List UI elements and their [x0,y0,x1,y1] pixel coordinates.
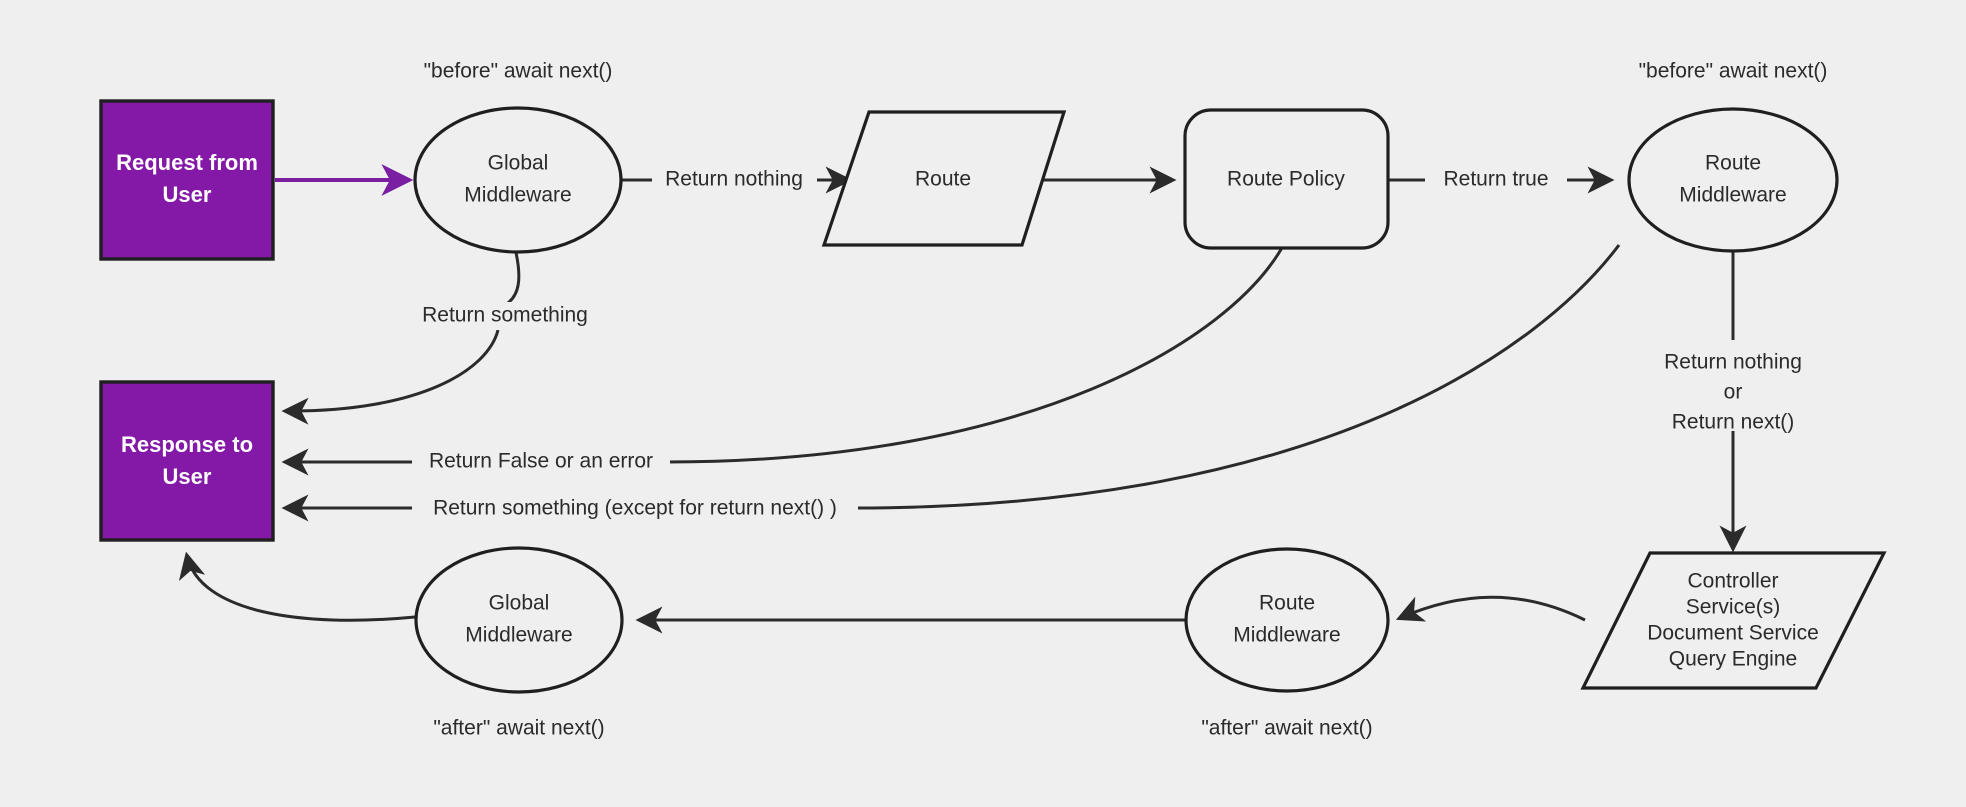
route-middleware-before-label-line1: Route [1705,152,1761,175]
controller-services-label-line2: Service(s) [1686,596,1781,619]
note-after-await-next-global: "after" await next() [433,717,604,740]
global-middleware-before-label-line2: Middleware [464,184,571,207]
edge-label-return-false-or-error: Return False or an error [412,448,670,476]
edge-route-policy-return-false [666,245,1285,464]
edge-controller-to-route-middleware-after [1395,595,1586,622]
controller-services-label-line3: Document Service [1647,622,1819,645]
node-response-to-user[interactable]: Response to User [99,380,275,542]
edge-label-return-something-except-next-text: Return something (except for return next… [433,497,837,520]
edge-label-return-something-except-next: Return something (except for return next… [412,494,858,522]
route-middleware-before-label-line2: Middleware [1679,184,1786,207]
edge-label-return-nothing-or-next-line1: Return nothing [1664,351,1802,374]
node-route-middleware-before[interactable]: Route Middleware [1627,107,1839,253]
node-global-middleware-before[interactable]: Global Middleware [413,106,623,254]
edge-global-middleware-after-to-response [178,551,416,622]
note-after-await-next-route: "after" await next() [1201,717,1372,740]
edge-label-return-nothing-text: Return nothing [665,168,803,191]
edge-global-middleware-return-something-tail [281,329,500,425]
route-policy-label: Route Policy [1227,168,1345,191]
node-request-from-user[interactable]: Request from User [99,99,275,261]
request-from-user-label-line2: User [163,182,212,207]
note-before-await-next-global: "before" await next() [424,60,613,83]
node-global-middleware-after[interactable]: Global Middleware [414,546,624,694]
response-to-user-label-line2: User [163,464,212,489]
route-middleware-after-label-line2: Middleware [1233,624,1340,647]
controller-services-label-line4: Query Engine [1669,648,1797,671]
edge-label-return-nothing: Return nothing [652,166,817,194]
request-from-user-label-line1: Request from [116,150,258,175]
node-controller-services[interactable]: Controller Service(s) Document Service Q… [1580,551,1887,690]
global-middleware-after-label-line1: Global [489,592,550,615]
edge-label-return-false-or-error-text: Return False or an error [429,450,653,473]
edge-label-return-true-text: Return true [1443,168,1548,191]
edge-label-return-nothing-or-next-line2: or [1724,381,1743,404]
node-route-middleware-after[interactable]: Route Middleware [1184,547,1390,693]
controller-services-label-line1: Controller [1687,570,1778,593]
edge-route-middleware-return-something [854,244,1621,510]
node-route[interactable]: Route [821,110,1067,247]
global-middleware-before-label-line1: Global [488,152,549,175]
edge-label-return-nothing-or-next: Return nothing or Return next() [1630,347,1838,434]
edge-global-middleware-return-something [504,247,521,307]
edge-label-return-nothing-or-next-line3: Return next() [1672,411,1795,434]
node-route-policy[interactable]: Route Policy [1183,108,1390,250]
response-to-user-label-line1: Response to [121,432,253,457]
edge-label-return-true: Return true [1425,166,1567,194]
edge-label-return-something-global-text: Return something [422,304,588,327]
global-middleware-after-label-line2: Middleware [465,624,572,647]
route-label: Route [915,168,971,191]
note-before-await-next-route: "before" await next() [1639,60,1828,83]
route-middleware-after-label-line1: Route [1259,592,1315,615]
edge-label-return-something-global: Return something [410,302,600,330]
